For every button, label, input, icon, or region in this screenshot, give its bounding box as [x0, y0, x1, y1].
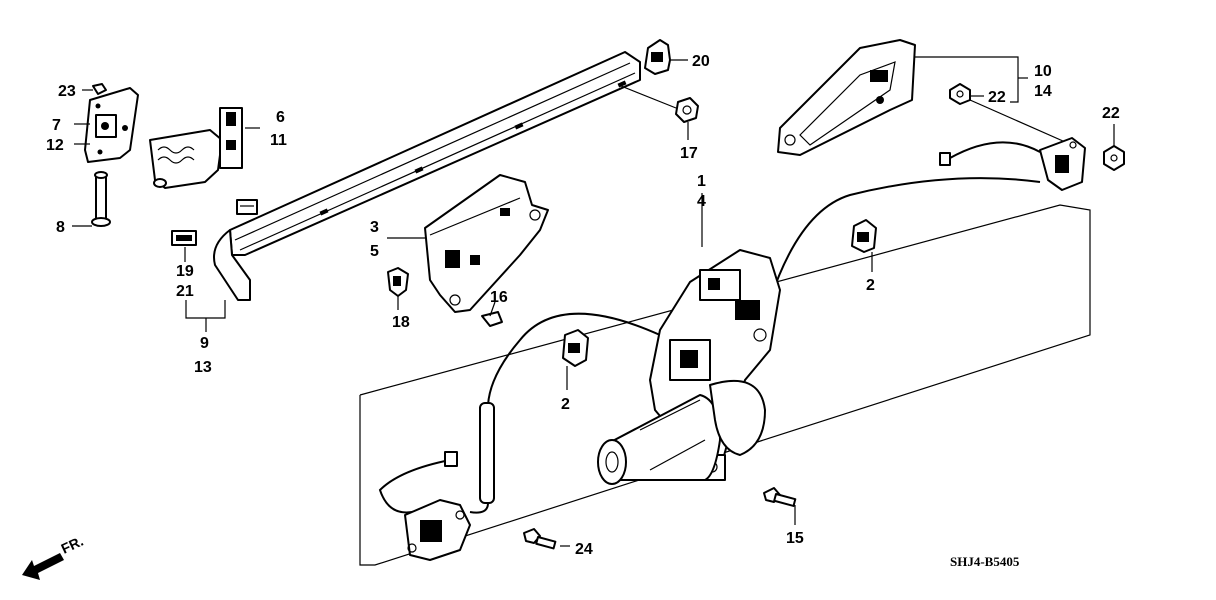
clip-2a	[562, 329, 589, 390]
callout-2-right: 2	[866, 277, 875, 294]
callout-labels: 23 7 12 8 6 11 19 21 9 13 3 5 18 16 20 1…	[46, 53, 1120, 558]
callout-4: 4	[697, 193, 706, 210]
clip-19-21	[171, 230, 197, 262]
lower-latch	[404, 499, 471, 561]
callout-24: 24	[575, 541, 593, 558]
control-unit-3-5	[387, 174, 549, 313]
cables	[378, 177, 1041, 514]
clip-2b	[851, 219, 877, 272]
guide-rail	[213, 51, 641, 301]
bracket-10-14	[777, 39, 1028, 156]
callout-13: 13	[194, 359, 212, 376]
callout-6: 6	[276, 109, 285, 126]
hinge-6-11	[149, 107, 260, 189]
callout-22-upper: 22	[988, 89, 1006, 106]
nut-22b	[1103, 124, 1125, 171]
clip-23	[82, 83, 107, 95]
callout-17: 17	[680, 145, 698, 162]
front-label: FR.	[59, 533, 86, 557]
diagram-code: SHJ4-B5405	[950, 554, 1020, 569]
callout-11: 11	[270, 132, 287, 149]
upper-latch	[939, 137, 1086, 191]
callout-23: 23	[58, 83, 76, 100]
assembly-boundary	[359, 193, 1091, 566]
callout-10: 10	[1034, 63, 1052, 80]
callout-2-left: 2	[561, 396, 570, 413]
callout-3: 3	[370, 219, 379, 236]
leader-22a	[969, 99, 1073, 146]
callout-12: 12	[46, 137, 64, 154]
callout-16: 16	[490, 289, 508, 306]
nut-22a	[949, 83, 984, 105]
electric-motor	[597, 379, 766, 485]
clip-18	[387, 267, 409, 310]
bolt-24	[523, 528, 570, 550]
callout-7: 7	[52, 117, 61, 134]
clip-20	[644, 39, 688, 75]
hinge-bracket-7-12	[74, 87, 139, 163]
callout-9: 9	[200, 335, 209, 352]
pin-8	[72, 171, 111, 227]
callout-19: 19	[176, 263, 194, 280]
motor-assembly	[597, 249, 781, 485]
callout-22-right: 22	[1102, 105, 1120, 122]
callout-1: 1	[697, 173, 706, 190]
callout-20: 20	[692, 53, 710, 70]
callout-21: 21	[176, 283, 194, 300]
front-arrow: FR.	[22, 533, 86, 580]
bracket-9-13	[185, 300, 226, 332]
nut-17	[620, 85, 699, 140]
callout-14: 14	[1034, 83, 1052, 100]
bolt-15	[763, 487, 797, 525]
callout-5: 5	[370, 243, 379, 260]
callout-18: 18	[392, 314, 410, 331]
screw-16	[481, 301, 503, 327]
callout-15: 15	[786, 530, 804, 547]
callout-8: 8	[56, 219, 65, 236]
